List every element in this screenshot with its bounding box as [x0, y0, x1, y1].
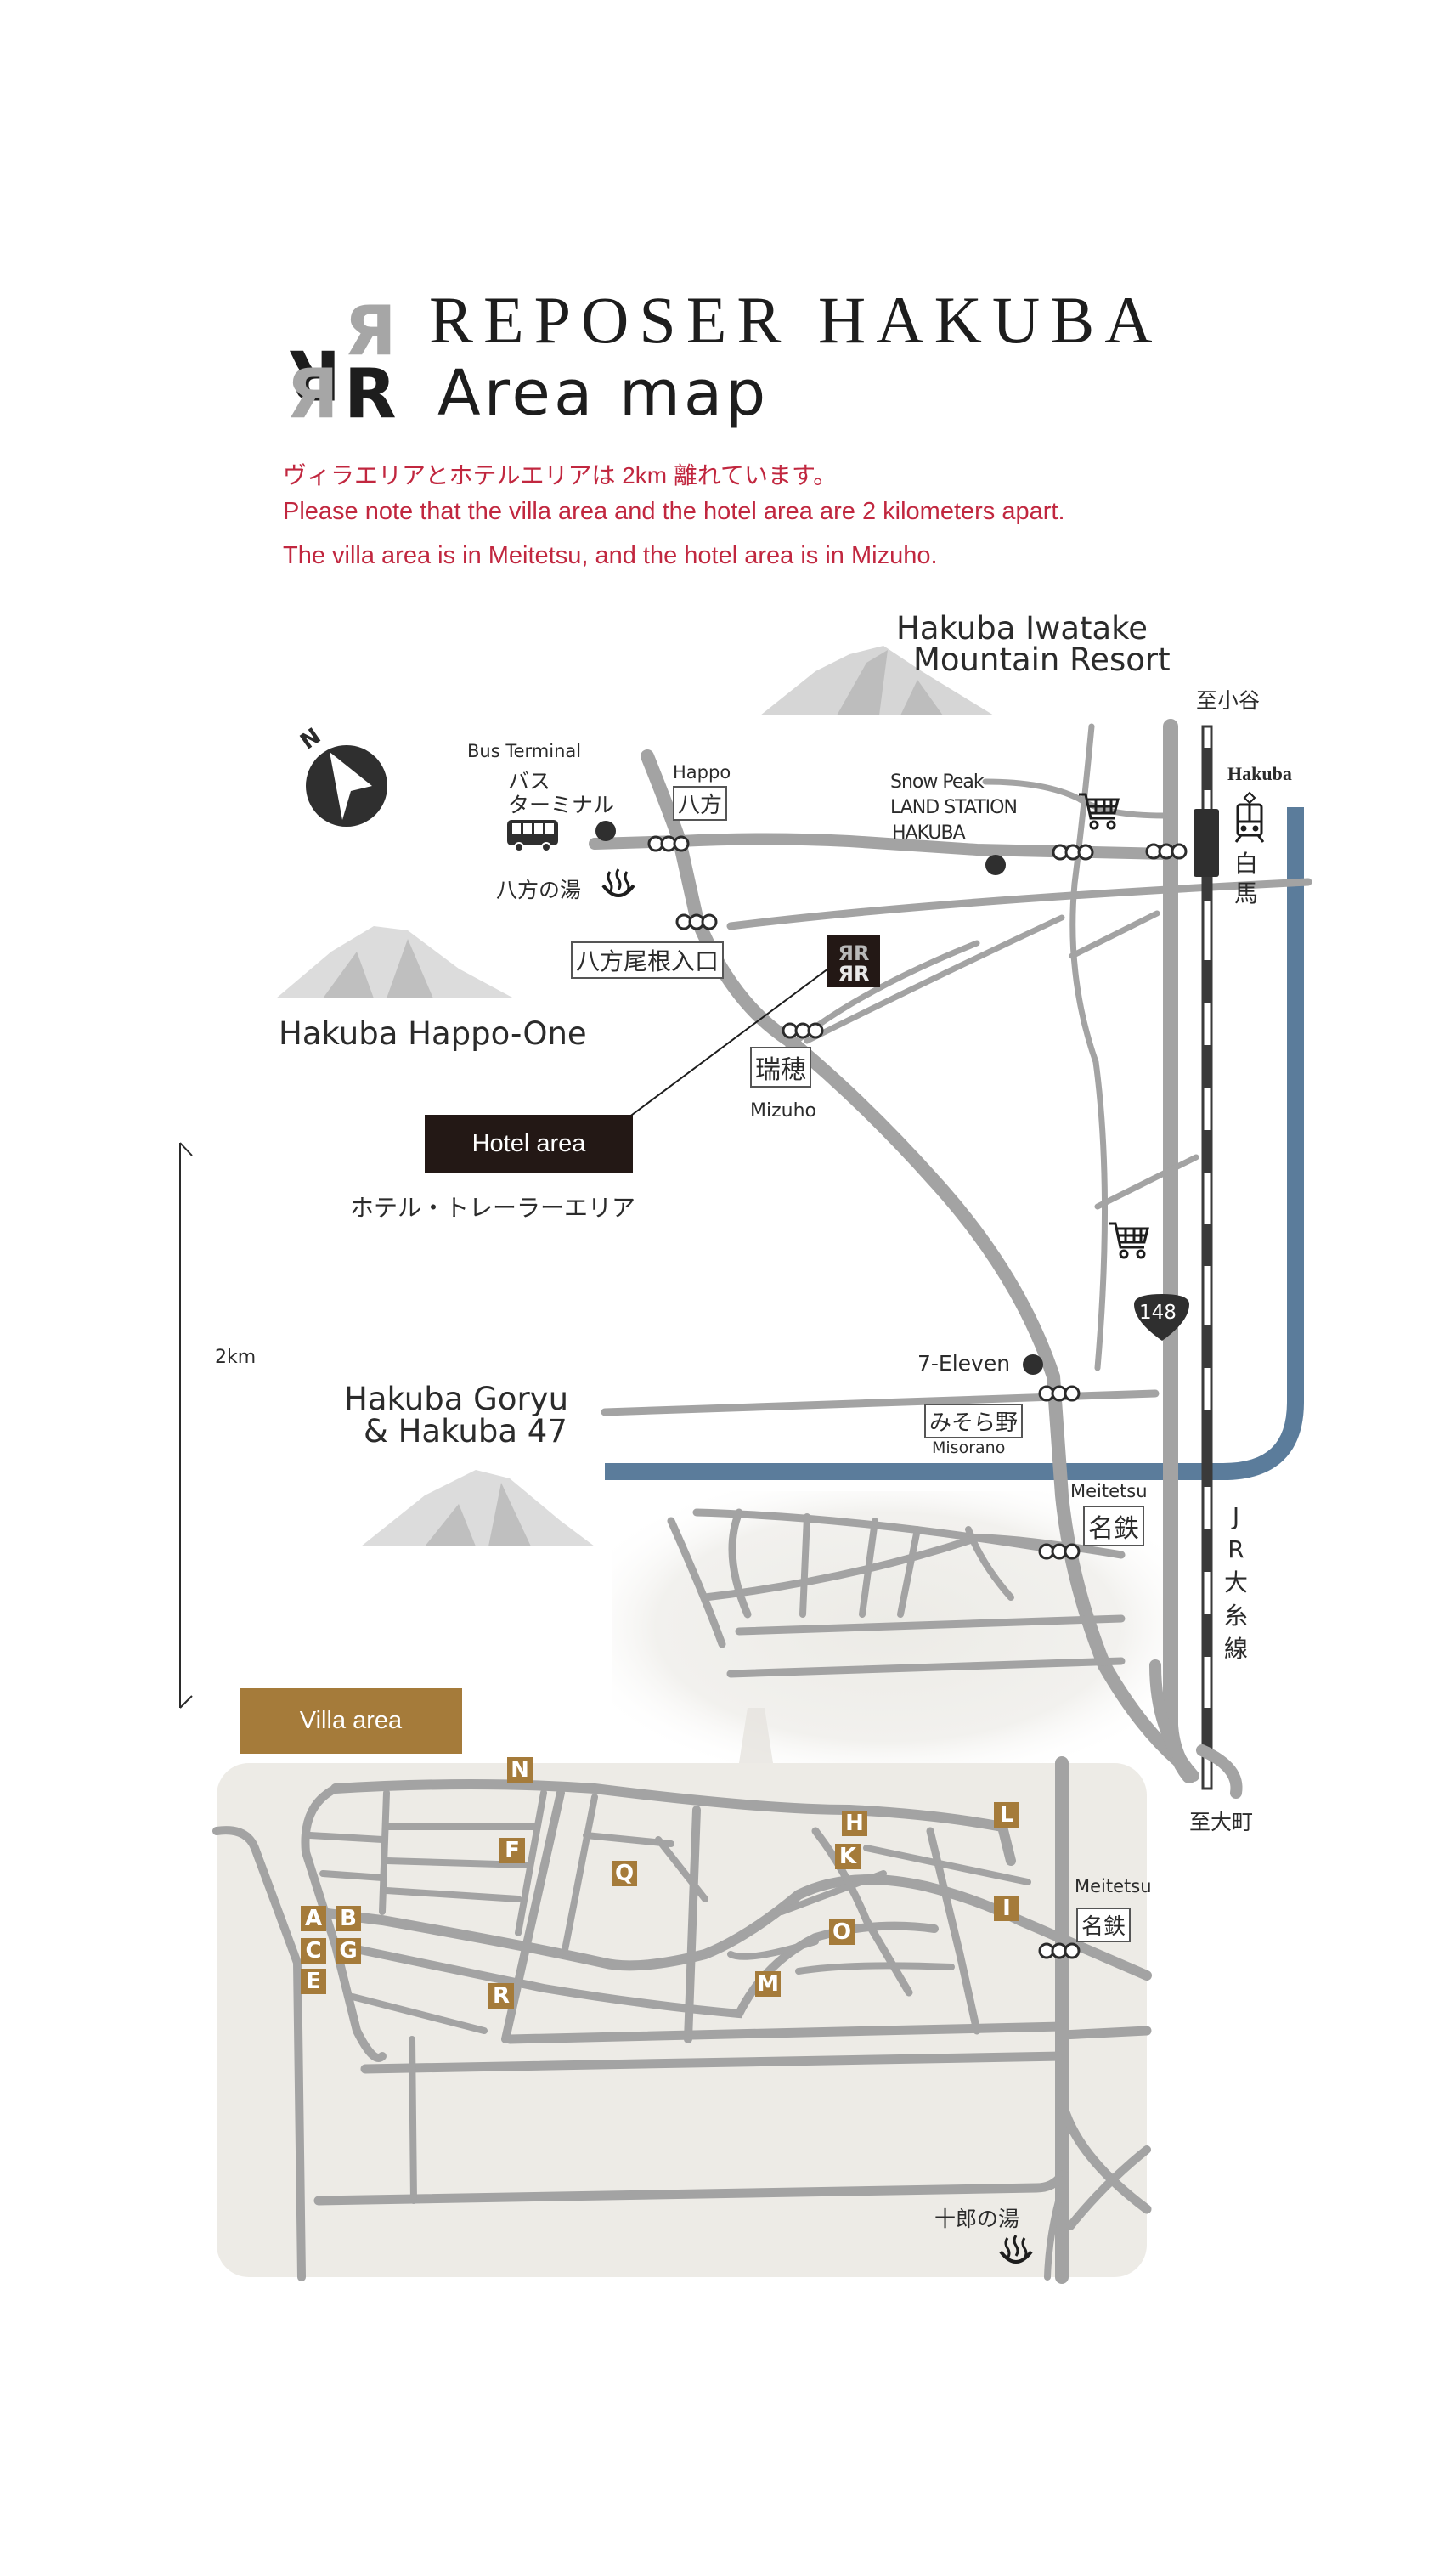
mountain-label-goryu-2: & Hakuba 47 [364, 1413, 567, 1450]
shopping-cart-icon-south [1109, 1222, 1149, 1259]
compass-icon [306, 745, 387, 827]
villa-unit-C[interactable]: C [301, 1938, 326, 1964]
hotel-area-label: Hotel area [471, 1129, 586, 1157]
svg-text:R: R [344, 354, 397, 421]
seven-eleven-label: 7-Eleven [917, 1351, 1011, 1376]
route-148-label: 148 [1139, 1302, 1177, 1324]
traffic-light-icon-meitetsu-villa [1038, 1942, 1081, 1959]
traffic-light-icon-happo-one [675, 913, 718, 930]
snow-peak-dot [985, 855, 1006, 875]
villa-unit-L[interactable]: L [994, 1802, 1019, 1828]
villa-unit-H[interactable]: H [842, 1811, 867, 1836]
villa-unit-I[interactable]: I [994, 1896, 1019, 1921]
hotel-area-jp-label: ホテル・トレーラーエリア [350, 1194, 636, 1222]
traffic-lights [647, 835, 1188, 1959]
bus-terminal-label-en: Bus Terminal [467, 741, 582, 761]
snow-peak-label-3: HAKUBA [892, 822, 966, 844]
brand-logo: R Я Я R [283, 291, 410, 433]
reposer-logo-icon: R Я Я R [286, 291, 397, 433]
hotel-marker-icon: ЯR ЯR [827, 935, 880, 987]
mountain-iwatake-icon [760, 646, 994, 715]
mizuho-en-label: Mizuho [750, 1100, 816, 1122]
happo-onsen-label: 八方の湯 [496, 878, 582, 902]
svg-text:ЯR: ЯR [838, 941, 870, 965]
notice-locations: The villa area is in Meitetsu, and the h… [283, 542, 938, 569]
to-otari-label: 至小谷 [1196, 688, 1261, 713]
scale-label: 2km [215, 1347, 257, 1368]
mountain-label-iwatake-2: Mountain Resort [913, 641, 1171, 678]
hot-spring-icon-happo [601, 868, 635, 897]
hot-spring-icon-juro [999, 2235, 1033, 2264]
seven-eleven-dot [1023, 1354, 1043, 1375]
misorano-en-label: Misorano [932, 1438, 1006, 1457]
mountain-goryu-icon [361, 1470, 595, 1546]
villa-unit-B[interactable]: B [336, 1906, 361, 1931]
hakuba-station-label-jp-2: 馬 [1234, 879, 1259, 907]
to-omachi-label: 至大町 [1189, 1810, 1254, 1834]
villa-unit-N[interactable]: N [507, 1757, 533, 1783]
hakuba-station-label-en: Hakuba [1227, 763, 1292, 784]
hotel-area-badge[interactable]: Hotel area [425, 1115, 633, 1173]
villa-unit-O[interactable]: O [829, 1919, 855, 1945]
notice-distance: Please note that the villa area and the … [283, 498, 1065, 525]
bus-icon [507, 820, 558, 852]
bus-terminal-label-jp-1: バス [508, 769, 551, 794]
mountain-label-iwatake-1: Hakuba Iwatake [896, 610, 1148, 647]
svg-text:R: R [288, 335, 341, 414]
route-148-shield-icon [1134, 1294, 1189, 1341]
happo-jp-label: 八方 [673, 786, 728, 821]
svg-text:ЯR: ЯR [838, 962, 870, 986]
villa-area-label: Villa area [299, 1707, 403, 1734]
mizuho-jp-label: 瑞穂 [750, 1047, 811, 1088]
traffic-light-icon-misorano [1038, 1385, 1081, 1402]
traffic-light-icon-mizuho [782, 1022, 824, 1039]
happo-one-entrance-label: 八方尾根入口 [571, 941, 725, 979]
happo-en-label: Happo [673, 762, 731, 783]
mountain-label-happo-one: Hakuba Happo-One [279, 1015, 587, 1052]
bus-terminal-label-jp-2: ターミナル [508, 793, 615, 817]
mountain-label-goryu-1: Hakuba Goryu [344, 1381, 569, 1417]
river [605, 807, 1304, 1480]
notice-jp: ヴィラエリアとホテルエリアは 2km 離れています。 [283, 462, 838, 489]
svg-text:Я: Я [344, 293, 397, 370]
train-icon [1234, 791, 1265, 843]
villa-unit-F[interactable]: F [499, 1838, 525, 1863]
bus-terminal-dot [595, 821, 616, 841]
misorano-jp-label: みそら野 [924, 1404, 1024, 1438]
page-title: REPOSER HAKUBA [429, 283, 1163, 357]
shopping-cart-icon-north [1079, 793, 1120, 830]
snow-peak-label-2: LAND STATION [890, 797, 1018, 818]
villa-unit-R[interactable]: R [488, 1983, 514, 2009]
traffic-light-icon-meitetsu [1038, 1543, 1081, 1560]
hotel-leader-line [628, 968, 829, 1118]
meitetsu-en-label: Meitetsu [1070, 1481, 1148, 1501]
snow-peak-label-1: Snow Peak [890, 771, 985, 793]
juro-onsen-label: 十郎の湯 [934, 2207, 1020, 2231]
scale-bar [179, 1142, 193, 1709]
roads-villa [212, 1756, 1152, 2284]
villa-meitetsu-jp-label: 名鉄 [1076, 1908, 1132, 1942]
traffic-light-icon-snowpeak-1 [1052, 844, 1094, 861]
villa-unit-Q[interactable]: Q [612, 1861, 637, 1886]
villa-unit-E[interactable]: E [301, 1969, 326, 1994]
villa-unit-M[interactable]: M [755, 1971, 781, 1997]
meitetsu-jp-label: 名鉄 [1083, 1506, 1144, 1546]
railway-jr-oito-line [1194, 725, 1219, 1790]
page-subtitle: Area map [437, 357, 770, 430]
hakuba-station-label-jp-1: 白 [1234, 850, 1259, 878]
villa-unit-A[interactable]: A [301, 1906, 326, 1931]
villa-unit-G[interactable]: G [336, 1938, 361, 1964]
villa-meitetsu-en-label: Meitetsu [1075, 1876, 1152, 1896]
traffic-light-icon-happo [647, 835, 690, 852]
jr-line-label: J R 大 糸 線 [1223, 1502, 1248, 1663]
villa-area-badge[interactable]: Villa area [240, 1688, 462, 1754]
traffic-light-icon-snowpeak-2 [1145, 843, 1188, 860]
svg-text:Я: Я [286, 354, 339, 421]
villa-unit-K[interactable]: K [835, 1844, 861, 1869]
mountain-happo-icon [276, 926, 514, 998]
hakuba-station-platform [1194, 809, 1219, 877]
